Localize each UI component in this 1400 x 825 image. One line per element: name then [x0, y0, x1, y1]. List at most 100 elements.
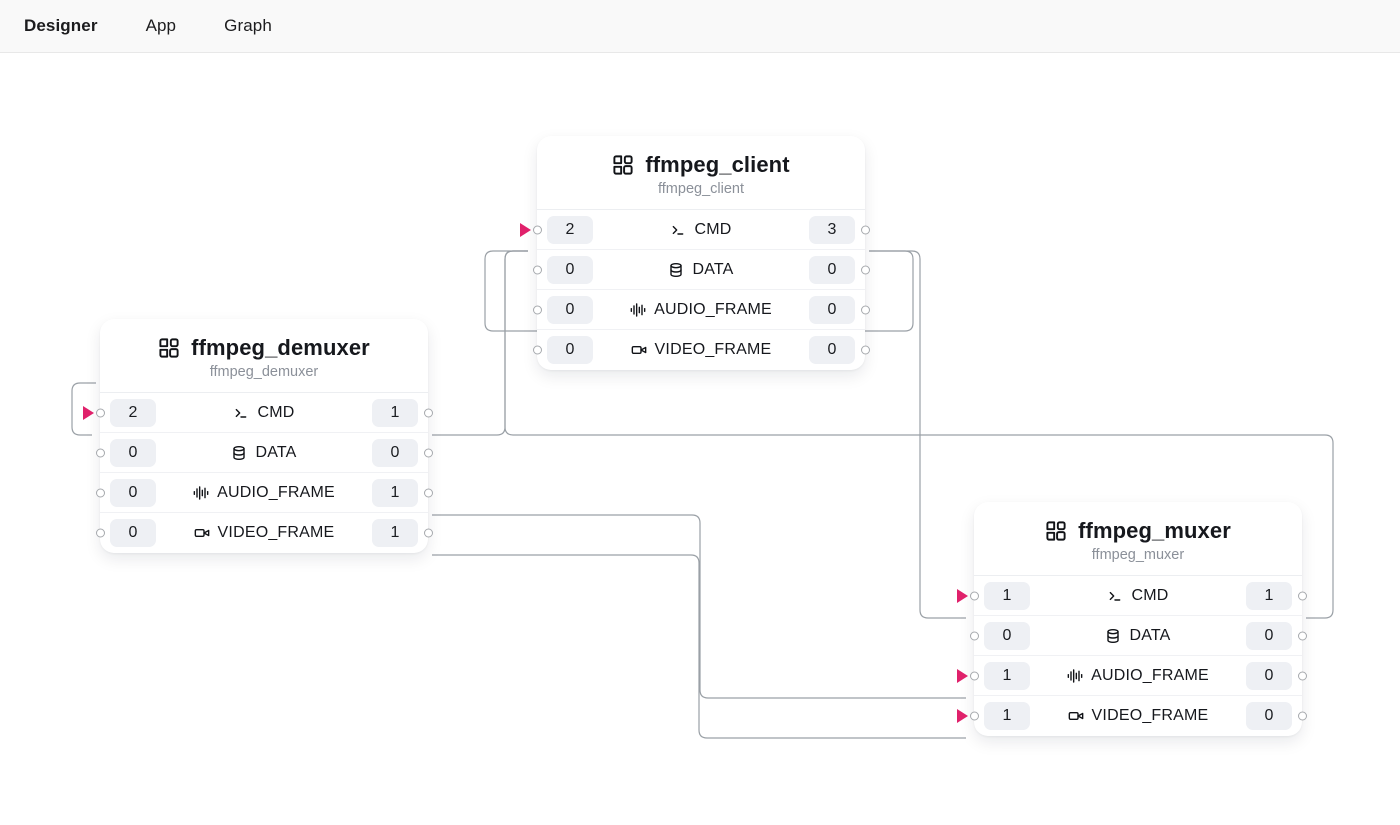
- input-port-audio_frame[interactable]: [969, 671, 979, 680]
- input-port-cmd[interactable]: [95, 408, 105, 417]
- output-port-data[interactable]: [423, 448, 433, 457]
- node-subtitle: ffmpeg_muxer: [1091, 547, 1185, 563]
- output-count-badge: 0: [809, 255, 855, 284]
- port-label: VIDEO_FRAME: [1091, 707, 1209, 724]
- input-port-video_frame[interactable]: [969, 711, 979, 721]
- edge-demuxer-cmd-self[interactable]: [71, 382, 96, 436]
- output-port-cmd[interactable]: [860, 225, 870, 234]
- output-port-audio_frame[interactable]: [860, 305, 870, 314]
- output-port-audio_frame[interactable]: [1297, 671, 1307, 680]
- node-header: ffmpeg_client ffmpeg_client: [537, 136, 865, 210]
- port-label-group: VIDEO_FRAME: [603, 341, 799, 359]
- port-label-group: DATA: [166, 444, 362, 462]
- output-count-badge: 0: [1246, 702, 1292, 730]
- output-count-badge: 1: [372, 519, 418, 547]
- port-label: AUDIO_FRAME: [217, 483, 335, 501]
- output-port-audio_frame[interactable]: [423, 488, 433, 497]
- database-icon: [231, 445, 247, 461]
- port-label-group: DATA: [603, 261, 799, 279]
- port-row-data[interactable]: 0 DATA 0: [532, 250, 870, 290]
- input-count-badge: 0: [984, 621, 1030, 650]
- node-title-row: ffmpeg_demuxer: [118, 335, 410, 361]
- input-count-badge: 2: [547, 215, 593, 244]
- output-port-video_frame[interactable]: [423, 528, 433, 538]
- output-count-badge: 3: [809, 215, 855, 244]
- port-label-group: DATA: [1040, 627, 1236, 645]
- blocks-icon: [612, 154, 634, 176]
- output-count-badge: 0: [1246, 661, 1292, 690]
- port-label-group: VIDEO_FRAME: [1040, 707, 1236, 725]
- input-count-badge: 1: [984, 661, 1030, 690]
- audio-lines-icon: [1067, 668, 1083, 684]
- terminal-icon: [670, 222, 686, 238]
- node-subtitle: ffmpeg_client: [658, 181, 744, 197]
- terminal-icon: [233, 405, 249, 421]
- input-count-badge: 0: [547, 336, 593, 364]
- port-label: CMD: [257, 403, 295, 421]
- port-label: CMD: [1131, 586, 1169, 604]
- port-label: VIDEO_FRAME: [654, 341, 772, 358]
- input-port-data[interactable]: [532, 265, 542, 274]
- edge-arrow-icon: [520, 222, 531, 237]
- blocks-icon: [1045, 520, 1067, 542]
- output-port-video_frame[interactable]: [1297, 711, 1307, 721]
- database-icon: [668, 262, 684, 278]
- input-port-data[interactable]: [969, 631, 979, 640]
- node-subtitle: ffmpeg_demuxer: [209, 364, 319, 380]
- input-count-badge: 0: [547, 255, 593, 284]
- output-port-data[interactable]: [860, 265, 870, 274]
- input-port-audio_frame[interactable]: [532, 305, 542, 314]
- port-label-group: CMD: [1040, 587, 1236, 605]
- node-header: ffmpeg_demuxer ffmpeg_demuxer: [100, 319, 428, 393]
- output-port-data[interactable]: [1297, 631, 1307, 640]
- nav-item-graph[interactable]: Graph: [224, 16, 272, 35]
- port-row-cmd[interactable]: 2 CMD 3: [520, 210, 870, 250]
- output-count-badge: 0: [372, 438, 418, 467]
- input-count-badge: 2: [110, 398, 156, 427]
- input-port-cmd[interactable]: [532, 225, 542, 234]
- terminal-icon: [1107, 588, 1123, 604]
- output-count-badge: 1: [372, 478, 418, 507]
- output-count-badge: 0: [809, 295, 855, 324]
- node-title-row: ffmpeg_client: [555, 152, 847, 178]
- nav-item-app[interactable]: App: [145, 16, 177, 35]
- audio-lines-icon: [193, 485, 209, 501]
- edge-muxer-cmd-to-client[interactable]: [504, 250, 1334, 619]
- edge-arrow-icon: [957, 588, 968, 603]
- edge-demuxer-video-to-muxer[interactable]: [432, 554, 966, 739]
- port-label-group: AUDIO_FRAME: [166, 484, 362, 502]
- input-port-cmd[interactable]: [969, 591, 979, 600]
- input-count-badge: 1: [984, 581, 1030, 610]
- edge-demuxer-cmd-to-client[interactable]: [432, 250, 528, 436]
- edge-arrow-icon: [83, 405, 94, 420]
- input-port-data[interactable]: [95, 448, 105, 457]
- output-port-cmd[interactable]: [1297, 591, 1307, 600]
- output-port-cmd[interactable]: [423, 408, 433, 417]
- input-port-video_frame[interactable]: [532, 345, 542, 355]
- output-port-video_frame[interactable]: [860, 345, 870, 355]
- input-port-video_frame[interactable]: [95, 528, 105, 538]
- port-label-group: CMD: [603, 221, 799, 239]
- audio-lines-icon: [630, 302, 646, 318]
- input-port-audio_frame[interactable]: [95, 488, 105, 497]
- edge-demuxer-audio-to-muxer[interactable]: [432, 514, 966, 699]
- nav-item-designer[interactable]: Designer: [24, 16, 98, 35]
